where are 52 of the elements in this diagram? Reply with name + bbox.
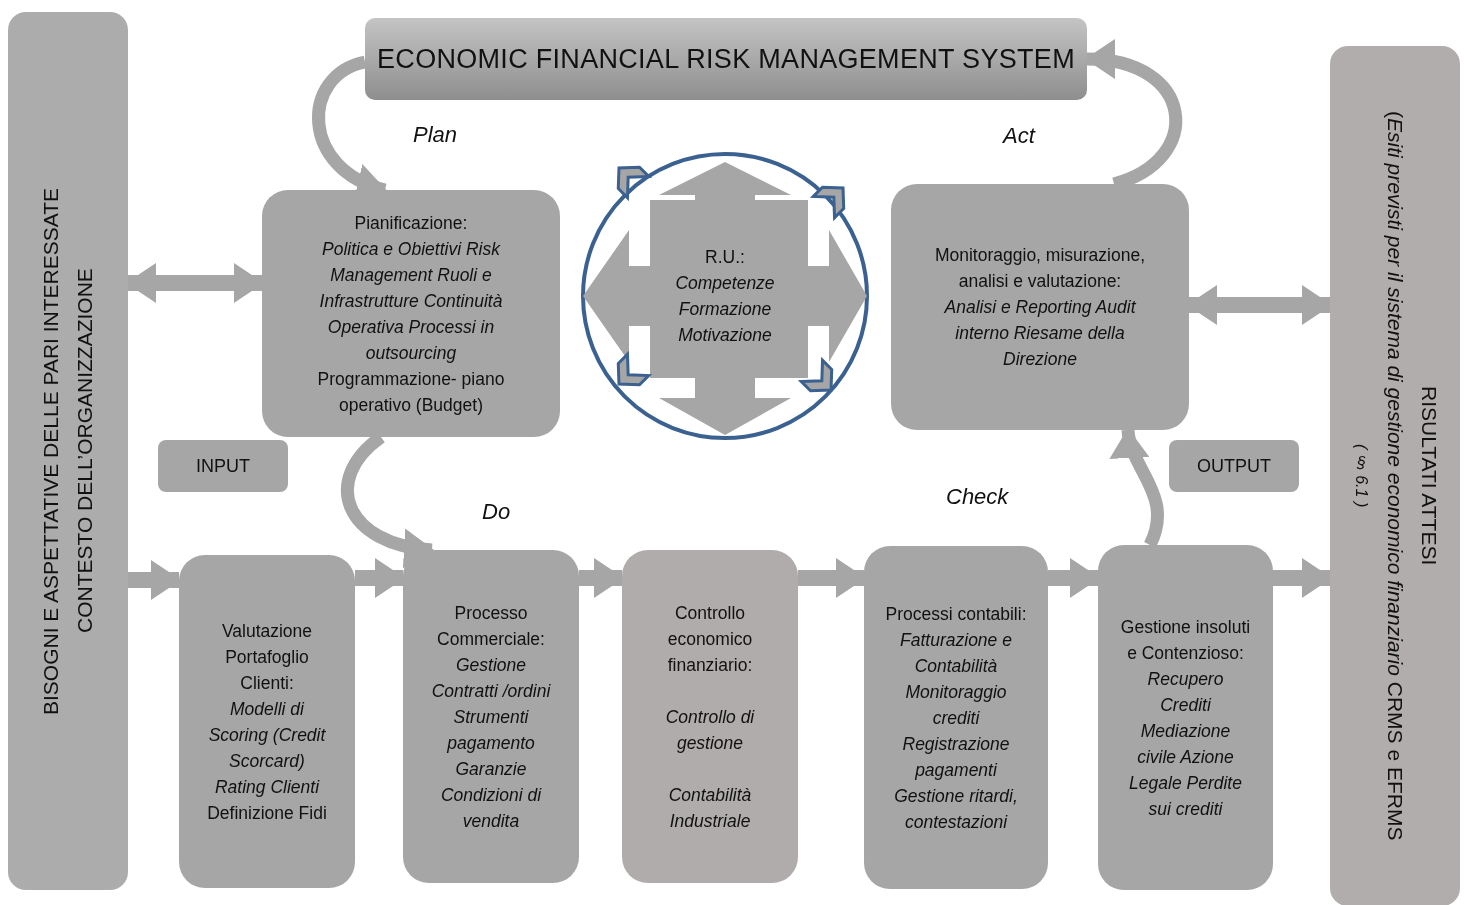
process-box — [891, 184, 1189, 430]
box-heading: Valutazione Portafoglio Clienti: — [220, 619, 314, 695]
double-arrow — [1187, 285, 1332, 325]
process-box — [622, 550, 798, 883]
arrow — [128, 560, 181, 600]
curved-arrow — [1112, 428, 1164, 548]
side-band — [1330, 46, 1460, 905]
panel-label: OUTPUT — [1197, 455, 1271, 478]
box-heading: Monitoraggio, misurazione, analisi e valutazione: — [933, 244, 1147, 293]
title-bar — [365, 18, 1087, 100]
phase-label: Plan — [413, 122, 458, 148]
arrow — [579, 558, 624, 598]
box-heading: Pianificazione: — [353, 211, 469, 235]
node-text: Fatturazione e Contabilità Monitoraggio crediti Registrazione pagamenti Gestione ritardi, contestazioni — [893, 628, 1019, 834]
arrow — [798, 558, 866, 598]
double-arrow — [126, 263, 264, 303]
phase-label: Do — [482, 499, 511, 525]
arrow — [1273, 558, 1332, 598]
node-text: Politica e Obiettivi Risk Management Ruoli e Infrastrutture Continuità Operativa Processi in outsourcing — [318, 237, 504, 365]
node-text: Controllo di gestione — [664, 705, 756, 755]
process-box — [179, 555, 355, 888]
phase-label: Act — [1003, 123, 1035, 149]
band-text: RISULTATI ATTESI — [1417, 386, 1442, 566]
phase-label: Check — [946, 484, 1009, 510]
node-text: Definizione Fidi — [206, 801, 328, 825]
band-text: BISOGNI E ASPETTATIVE DELLE PARI INTERESSATE — [38, 187, 63, 715]
label-panel — [158, 440, 288, 492]
panel-label: INPUT — [196, 455, 250, 478]
box-heading: Processo Commerciale: — [436, 601, 546, 651]
label-panel — [1169, 440, 1299, 492]
node-text: Analisi e Reporting Audit interno Riesame della Direzione — [943, 296, 1137, 371]
node-text: Modelli di Scoring (Credit Scorcard) Rating Clienti — [207, 697, 327, 799]
box-heading: Processi contabili: — [884, 602, 1028, 626]
node-text: Recupero Crediti Mediazione civile Azione Legale Perdite sui crediti — [1128, 667, 1243, 821]
node-text: Programmazione- piano operativo (Budget) — [316, 367, 506, 417]
band-text: CONTESTO DELL’ORGANIZZAZIONE — [72, 268, 97, 634]
node-text: Gestione Contratti /ordini Strumenti pagamento Garanzie Condizioni di vendita — [430, 653, 552, 833]
process-box — [403, 550, 579, 883]
node-text: Contabilità Industriale — [667, 783, 753, 833]
node-text: Competenze Formazione Motivazione — [674, 272, 776, 347]
band-text: (Esiti previsti per il sistema di gestione economico finanziario CRMS e EFRMS — [1383, 111, 1408, 841]
process-box — [1098, 545, 1273, 890]
arrow — [1048, 558, 1100, 598]
band-text: ( § 6.1 ) — [1352, 444, 1371, 508]
node-text: R.U.: — [704, 246, 746, 269]
side-band — [8, 12, 128, 890]
process-box — [262, 190, 560, 437]
box-heading: Controllo economico finanziario: — [666, 601, 754, 677]
process-box — [864, 546, 1048, 889]
box-heading: Gestione insoluti e Contenzioso: — [1120, 615, 1251, 665]
title-text: ECONOMIC FINANCIAL RISK MANAGEMENT SYSTEM — [377, 46, 1075, 72]
arrow — [355, 558, 405, 598]
